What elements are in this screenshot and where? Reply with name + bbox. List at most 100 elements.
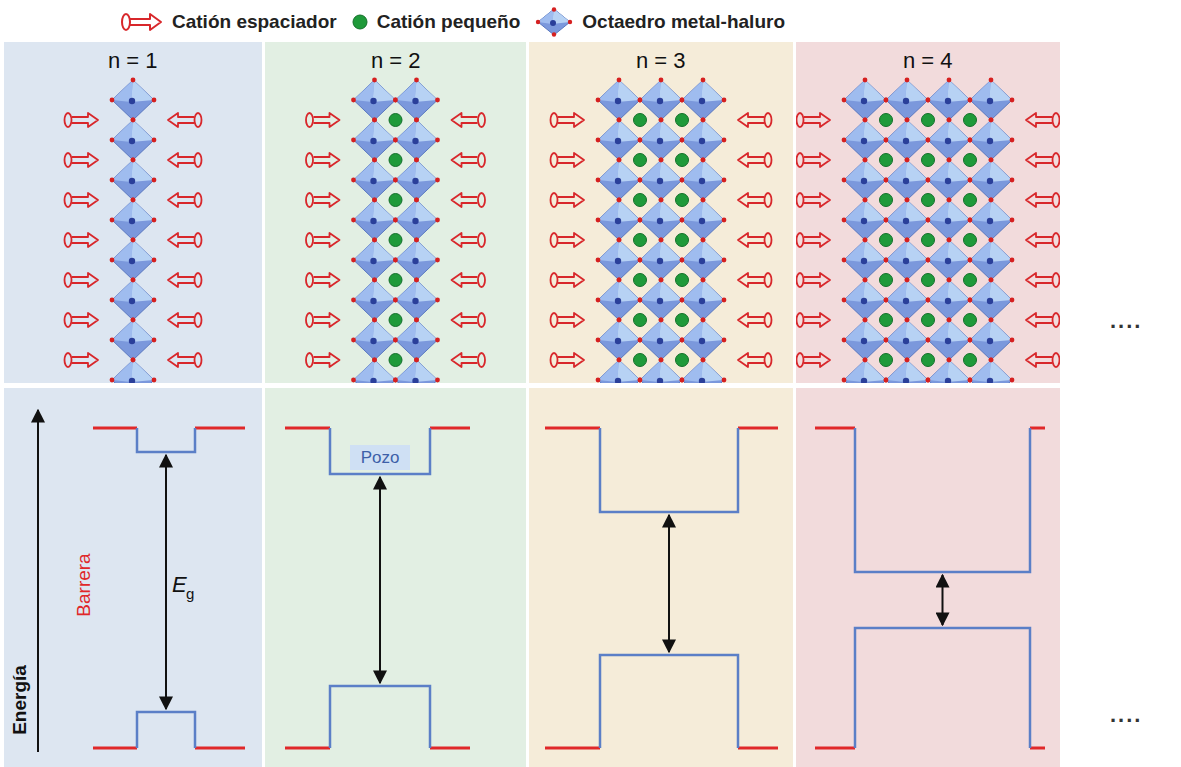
polygon-shape: [844, 80, 886, 120]
panel-ground: [4, 388, 262, 767]
circle-shape: [412, 178, 418, 184]
circle-shape: [989, 78, 994, 83]
circle-shape: [884, 378, 889, 383]
ellipse-shape: [551, 313, 558, 327]
circle-shape: [701, 238, 706, 243]
circle-shape: [1010, 258, 1015, 263]
metal-halide-octahedron: [110, 158, 157, 203]
circle-shape: [722, 138, 727, 143]
circle-shape: [412, 298, 418, 304]
structure-panel: n = 4: [796, 42, 1060, 383]
path-shape: [738, 353, 764, 367]
panel-ground: [529, 388, 793, 767]
circle-shape: [987, 138, 993, 144]
circle-shape: [596, 98, 601, 103]
polygon-shape: [112, 280, 154, 320]
circle-shape: [945, 298, 951, 304]
circle-shape: [947, 118, 952, 123]
circle-shape: [701, 358, 706, 363]
small-cation: [676, 194, 689, 207]
circle-shape: [842, 338, 847, 343]
circle-shape: [414, 238, 419, 243]
polygon-shape: [396, 360, 438, 383]
circle-shape: [393, 338, 398, 343]
circle-shape: [596, 258, 601, 263]
circle-shape: [701, 318, 706, 323]
polygon-shape: [415, 120, 438, 142]
circle-shape: [905, 238, 910, 243]
circle-shape: [131, 118, 136, 123]
polygon-shape: [928, 120, 970, 160]
circle-shape: [351, 338, 356, 343]
polygon-shape: [396, 200, 438, 240]
ellipse-shape: [797, 113, 804, 127]
circle-shape: [884, 298, 889, 303]
circle-shape: [638, 178, 643, 183]
polygon-shape: [354, 360, 396, 383]
layer-group: [65, 78, 202, 383]
small-cation: [676, 274, 689, 287]
ellipse-shape: [65, 113, 72, 127]
legend-text: Octaedro metal-haluro: [582, 11, 785, 33]
path-shape: [168, 273, 194, 287]
polygon-shape: [640, 160, 682, 200]
circle-shape: [370, 338, 376, 344]
path-shape: [168, 113, 194, 127]
circle-shape: [414, 318, 419, 323]
circle-shape: [947, 238, 952, 243]
circle-shape: [1010, 178, 1015, 183]
circle-shape: [351, 178, 356, 183]
circle-shape: [615, 378, 621, 383]
ellipse-shape: [195, 233, 202, 247]
polygon-shape: [701, 280, 724, 302]
circle-shape: [905, 278, 910, 283]
spacer-cation: [306, 153, 340, 167]
circle-shape: [1010, 138, 1015, 143]
circle-shape: [659, 238, 664, 243]
circle-shape: [863, 238, 868, 243]
polygon-shape: [598, 360, 640, 383]
circle-shape: [968, 178, 973, 183]
gap-arrow: [379, 477, 381, 683]
spacer-cation: [65, 313, 99, 327]
circle-shape: [152, 338, 157, 343]
polygon-shape: [131, 360, 154, 382]
circle-shape: [393, 98, 398, 103]
circle-shape: [414, 198, 419, 203]
circle-shape: [393, 218, 398, 223]
circle-shape: [435, 98, 440, 103]
polygon-shape: [989, 120, 1012, 142]
circle-shape: [617, 278, 622, 283]
barrier-level: [1030, 747, 1045, 750]
spacer-cation: [1026, 353, 1060, 367]
polygon-shape: [396, 320, 438, 360]
ellipse-shape: [797, 193, 804, 207]
circle-shape: [903, 218, 909, 224]
polygon-shape: [701, 80, 724, 102]
small-cation: [880, 274, 893, 287]
circle-shape: [617, 358, 622, 363]
circle-shape: [884, 258, 889, 263]
circle-shape: [722, 298, 727, 303]
circle-shape: [987, 98, 993, 104]
circle-shape: [638, 178, 643, 183]
polygon-shape: [863, 80, 886, 102]
polygon-shape: [682, 320, 724, 360]
gap-arrow: [942, 575, 944, 625]
gap-symbol: E: [172, 572, 187, 598]
circle-shape: [863, 358, 868, 363]
circle-shape: [412, 98, 418, 104]
circle-shape: [680, 378, 685, 383]
polygon-shape: [354, 200, 396, 240]
continuation-dots: ....: [1110, 308, 1142, 334]
polygon-shape: [112, 160, 154, 200]
circle-shape: [968, 218, 973, 223]
ellipse-shape: [797, 153, 804, 167]
circle-shape: [414, 238, 419, 243]
gap-arrow: [165, 455, 167, 709]
ellipse-shape: [765, 273, 772, 287]
circle-shape: [861, 178, 867, 184]
circle-shape: [680, 98, 685, 103]
circle-shape: [659, 238, 664, 243]
circle-shape: [152, 138, 157, 143]
